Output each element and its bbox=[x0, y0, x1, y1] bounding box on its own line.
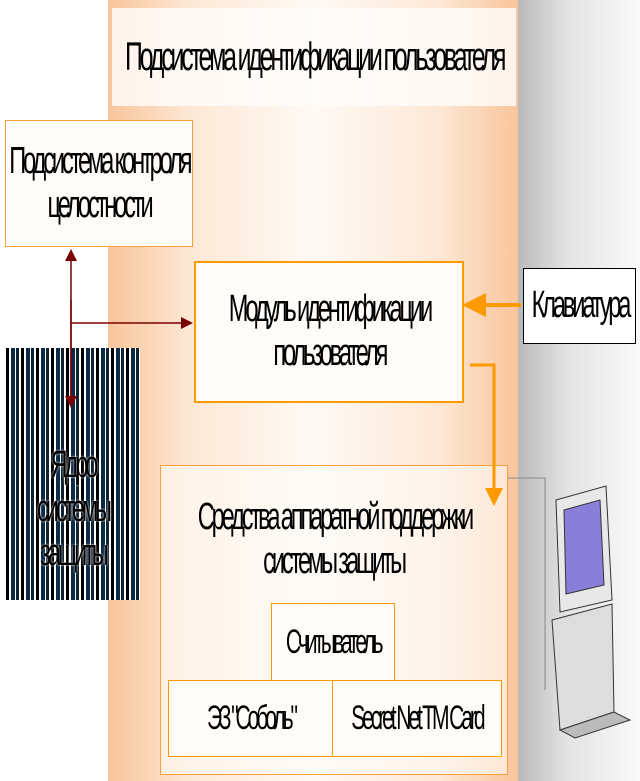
secretnet-box: Secret Net TM Card bbox=[332, 680, 502, 757]
keyboard-box: Клавиатура bbox=[523, 268, 636, 344]
module-label-2: пользователя bbox=[272, 332, 388, 374]
security-core-image bbox=[6, 348, 140, 600]
reader-label: Считыватель bbox=[285, 623, 384, 662]
diagram-title: Подсистема идентификации пользователя bbox=[124, 35, 507, 79]
reader-box: Считыватель bbox=[271, 603, 395, 683]
identification-module-box: Модуль идентификации пользователя bbox=[194, 261, 464, 403]
integrity-label-2: целостности bbox=[47, 183, 153, 226]
hardware-label-2: системы защиты bbox=[263, 539, 408, 582]
module-label-1: Модуль идентификации bbox=[228, 288, 432, 331]
core-label-2: системы bbox=[37, 488, 112, 531]
sobol-box: ЭЗ "Соболь" bbox=[168, 680, 334, 757]
core-label-3: защиты bbox=[40, 531, 109, 574]
title-box: Подсистема идентификации пользователя bbox=[112, 8, 516, 106]
hardware-arrow bbox=[470, 363, 503, 506]
hardware-label-1: Средства аппаратной поддержки bbox=[197, 496, 473, 538]
secretnet-label: Secret Net TM Card bbox=[351, 698, 485, 737]
sobol-label: ЭЗ "Соболь" bbox=[207, 698, 298, 737]
computer-cable bbox=[508, 477, 546, 690]
security-core-box: Ядро системы защиты bbox=[6, 430, 140, 590]
core-label-1: Ядро bbox=[50, 444, 99, 487]
computer-icon bbox=[551, 485, 632, 739]
integrity-arrow bbox=[65, 249, 193, 408]
integrity-label-1: Подсистема контроля bbox=[8, 139, 192, 182]
keyboard-label: Клавиатура bbox=[531, 284, 631, 327]
integrity-subsystem-box: Подсистема контроля целостности bbox=[5, 120, 193, 247]
